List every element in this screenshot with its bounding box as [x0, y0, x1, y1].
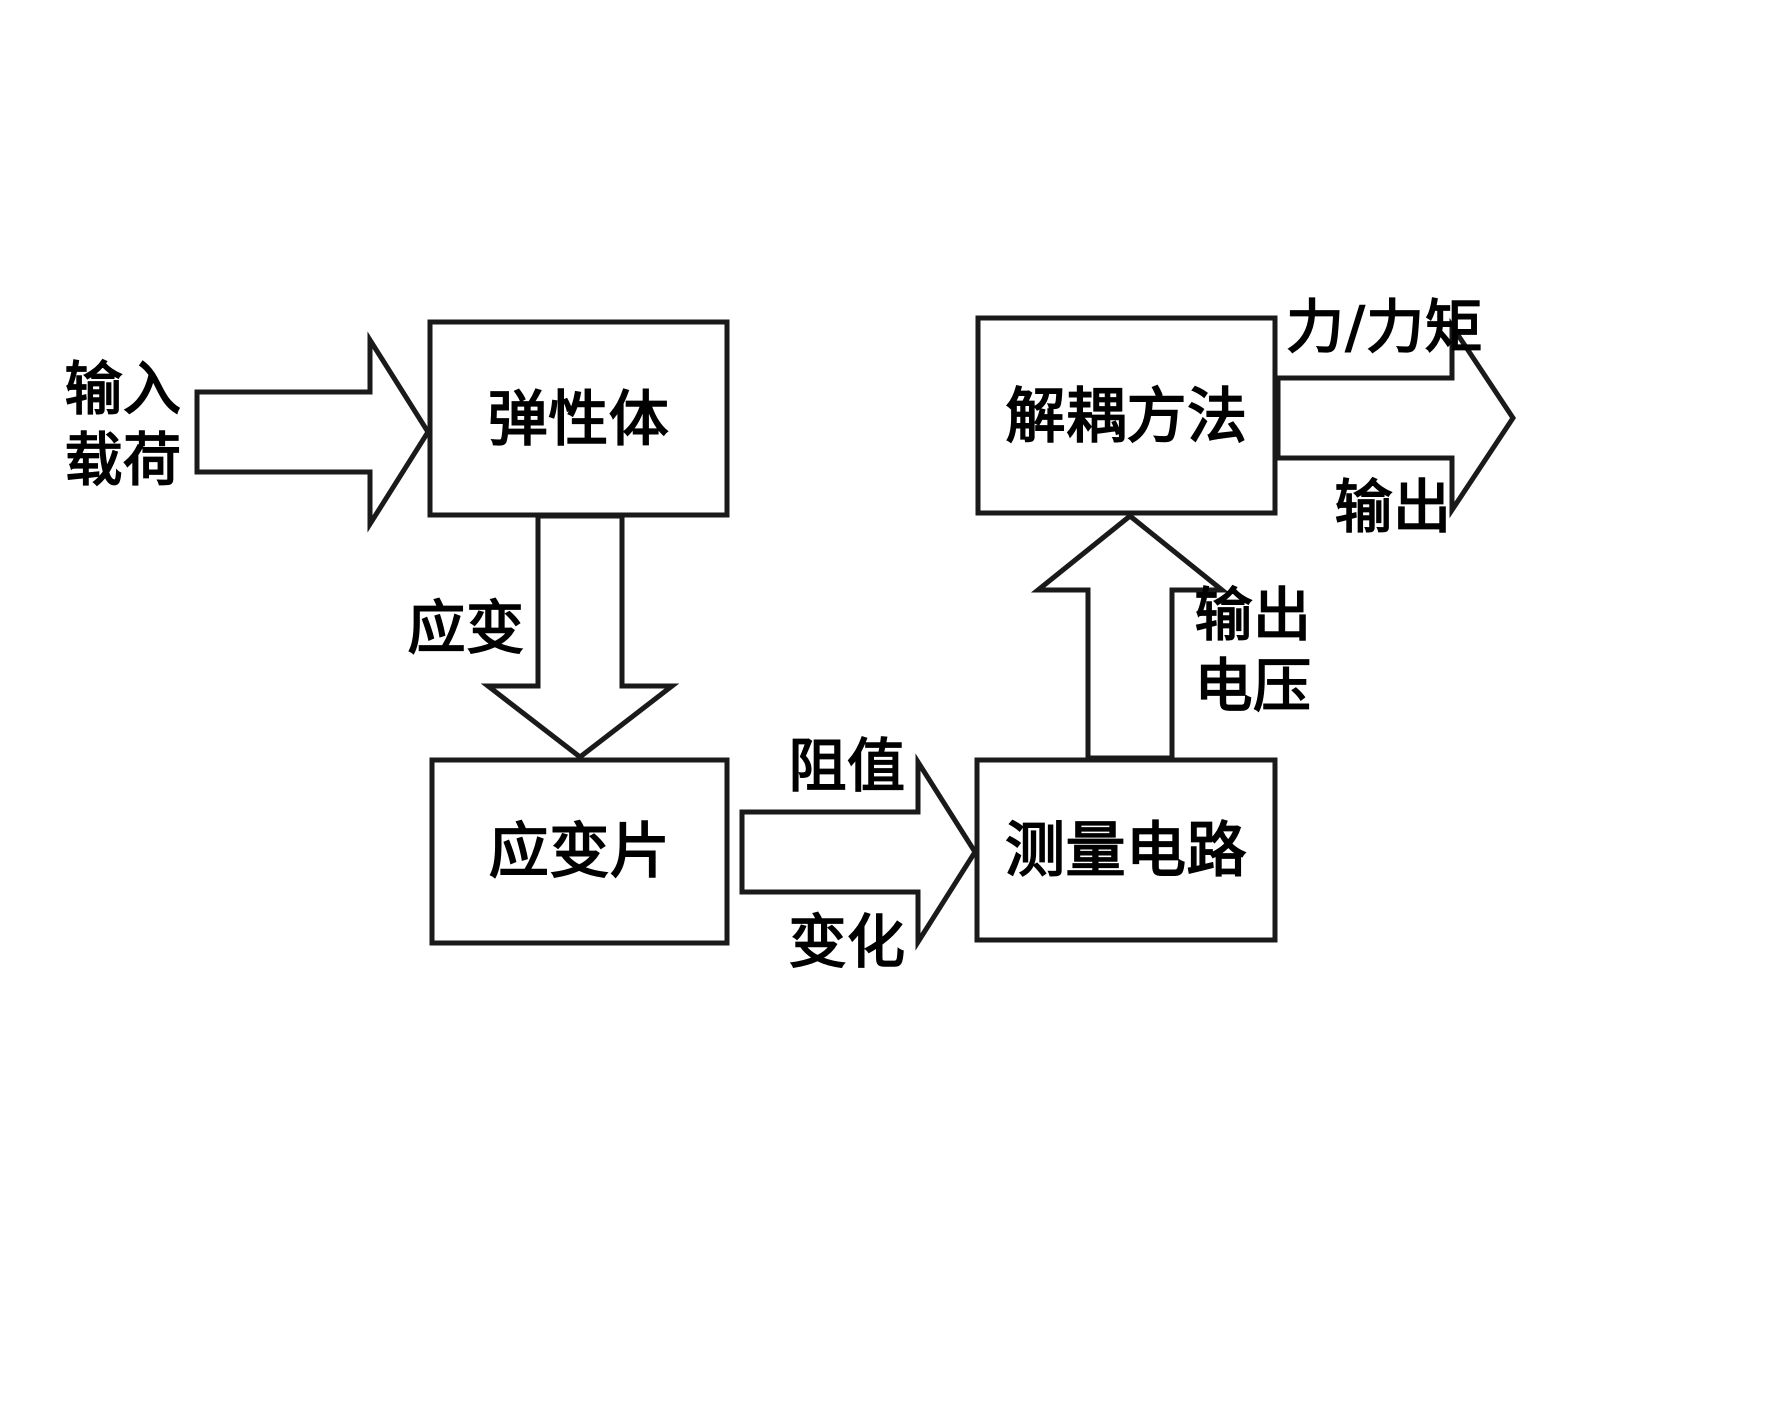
edge-label-resistance-change: 变化: [788, 908, 906, 976]
arrow-force-torque-output: [1275, 317, 1516, 519]
node-label-measuring-circuit: 测量电路: [1005, 816, 1247, 886]
edge-label-output-voltage-line1: 输出: [1194, 581, 1312, 649]
node-label-elastic-body: 弹性体: [487, 385, 670, 455]
edge-label-strain: 应变: [407, 594, 525, 662]
edge-label-input-load-line2: 载荷: [64, 426, 182, 494]
node-strain-gauge[interactable]: [429, 757, 730, 946]
node-label-strain-gauge: 应变片: [488, 817, 671, 887]
edge-label-force-torque: 力/力矩: [1286, 293, 1484, 361]
node-label-decoupling-method: 解耦方法: [1005, 382, 1248, 452]
edge-label-resistance-value: 阻值: [788, 732, 906, 800]
arrow-strain: [480, 513, 680, 761]
arrow-resistance-change: [739, 753, 978, 951]
node-elastic-body[interactable]: [427, 319, 730, 518]
edge-label-output-voltage-line2: 电压: [1194, 652, 1312, 720]
edge-label-input-load-line1: 输入: [64, 355, 182, 423]
arrow-input-load: [194, 331, 431, 533]
arrow-output-voltage: [1030, 512, 1230, 761]
edge-label-output: 输出: [1334, 473, 1452, 541]
node-decoupling-method[interactable]: [975, 315, 1278, 516]
